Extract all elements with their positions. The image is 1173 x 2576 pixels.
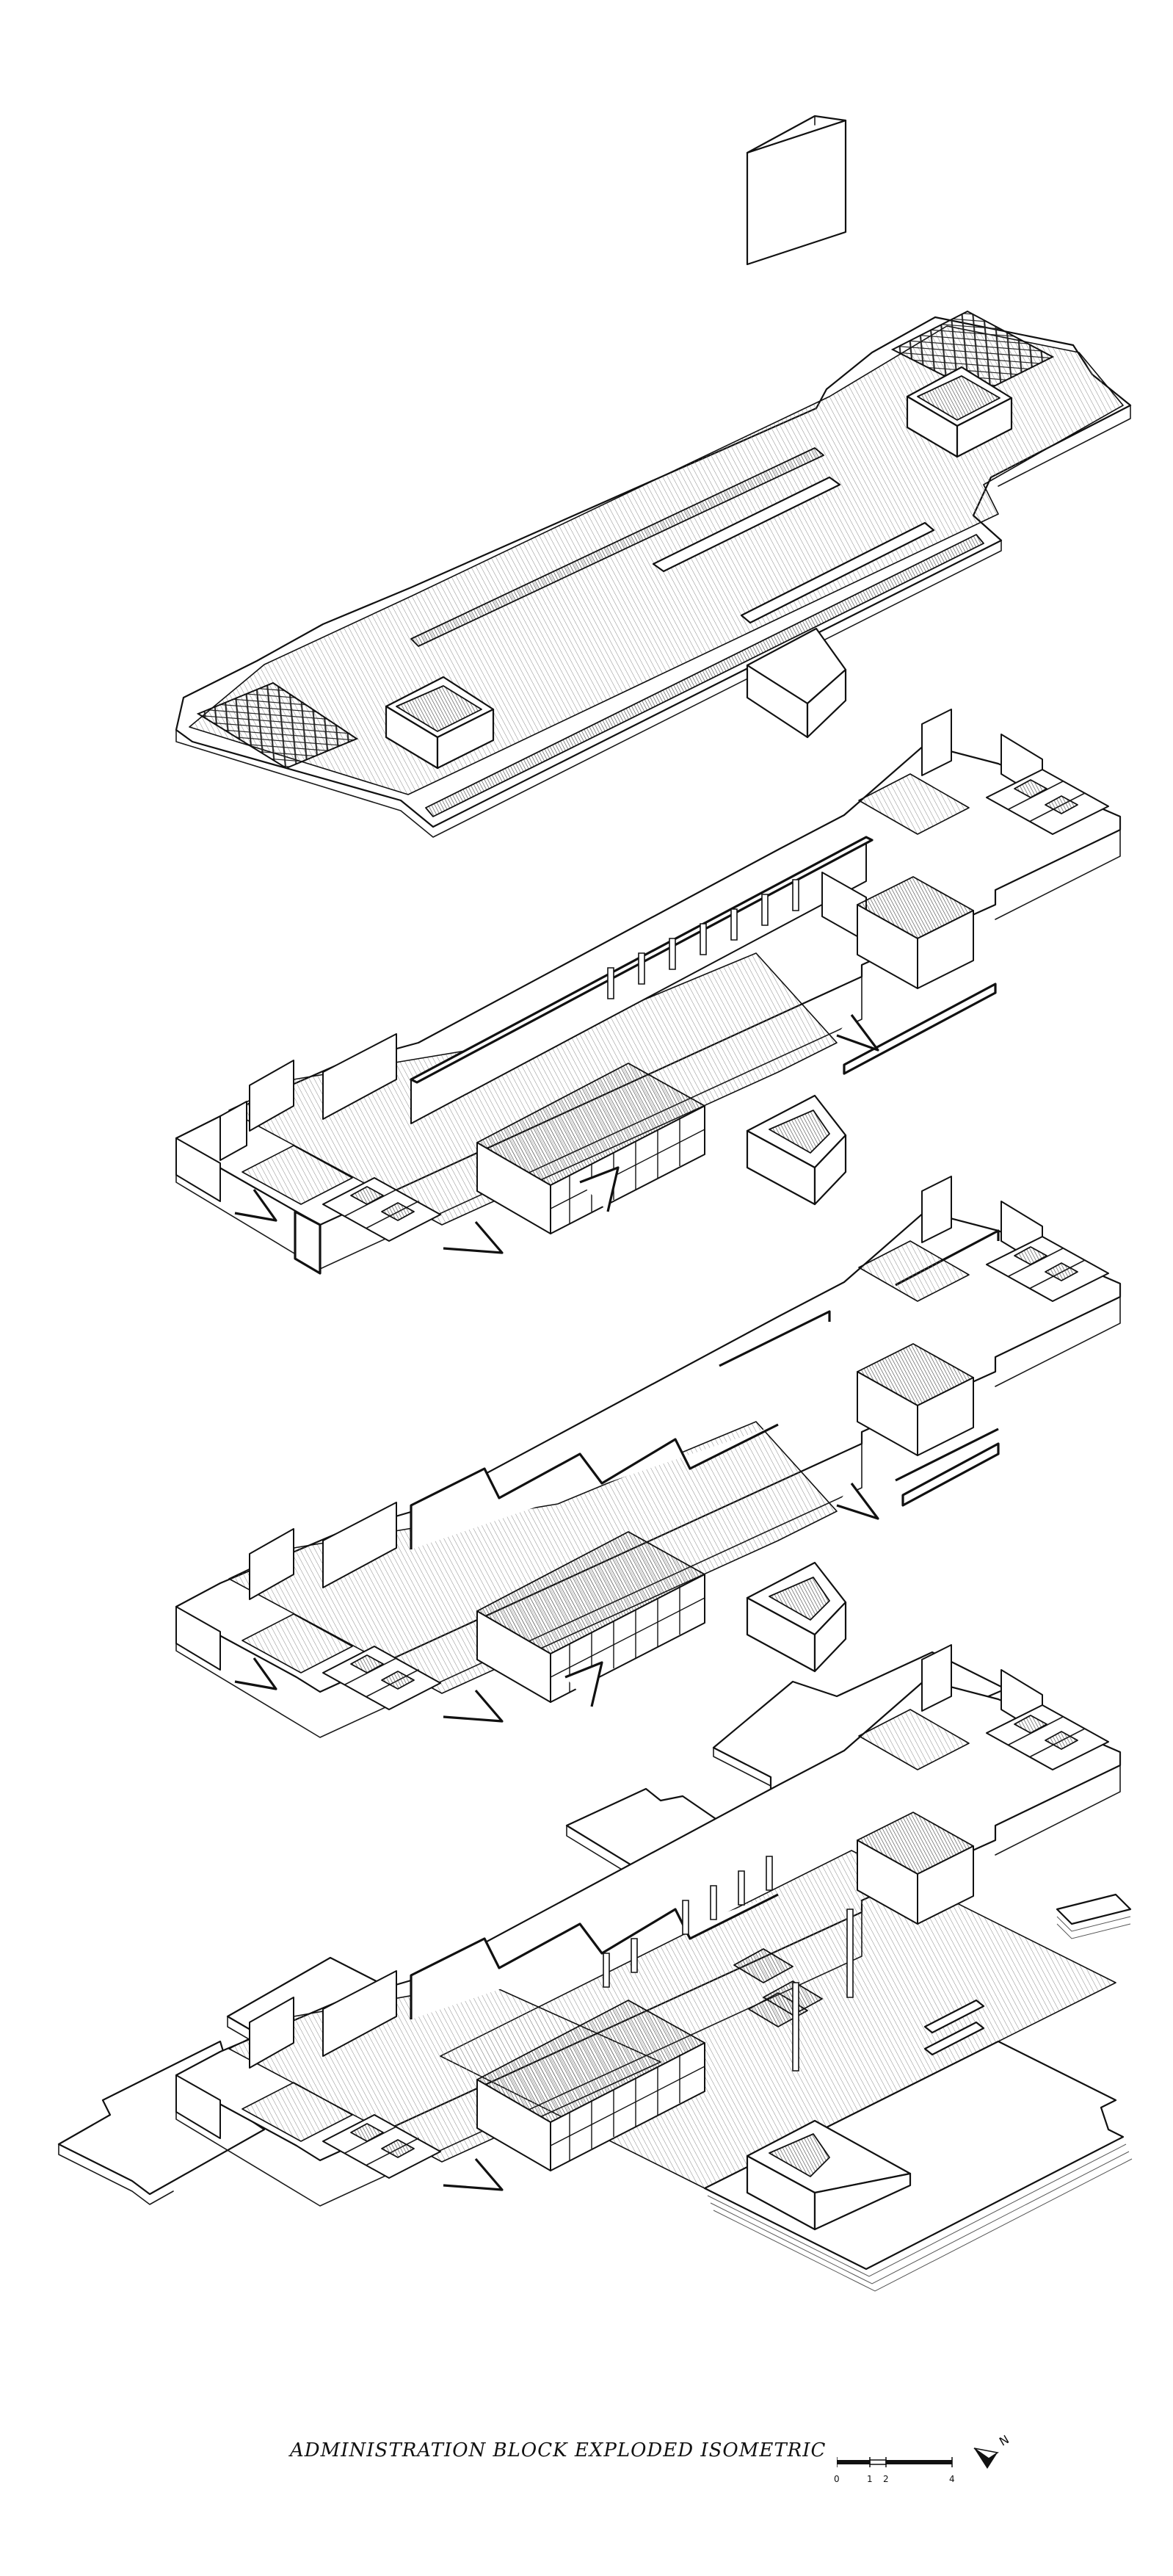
restroom-block-east-1 — [987, 1237, 1108, 1301]
scale-tick-0: 0 — [834, 2474, 840, 2484]
restroom-block-east-g — [987, 1705, 1108, 1770]
ground-floor-level — [59, 1645, 1132, 2291]
scale-tick-4: 4 — [949, 2474, 955, 2484]
scale-bar — [837, 2457, 953, 2467]
roof-level — [176, 116, 1130, 837]
drawing-title: ADMINISTRATION BLOCK EXPLODED ISOMETRIC — [290, 2439, 827, 2461]
skylight-west — [198, 683, 357, 768]
tower-second — [747, 1096, 846, 1204]
restroom-block-west-1 — [323, 1646, 440, 1710]
scale-tick-2: 2 — [883, 2474, 889, 2484]
stair-box-west — [386, 677, 493, 768]
restroom-block-east — [987, 770, 1108, 834]
scale-tick-1: 1 — [867, 2474, 873, 2484]
entrance-prism — [747, 2121, 910, 2229]
tower-roof — [747, 629, 846, 737]
first-floor-level — [176, 1176, 1120, 1737]
stair-box-east — [907, 367, 1012, 457]
tower-first — [747, 1563, 846, 1671]
restroom-block-west-g — [323, 2115, 440, 2178]
tower-cap — [747, 116, 846, 264]
north-arrow-icon — [973, 2447, 999, 2469]
second-floor-level — [176, 709, 1120, 1273]
restroom-block-west — [323, 1178, 440, 1241]
